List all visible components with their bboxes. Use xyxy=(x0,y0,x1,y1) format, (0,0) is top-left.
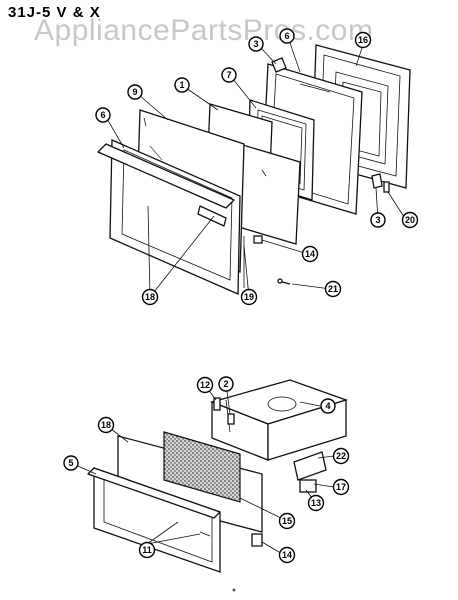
part-21-screw xyxy=(277,278,291,285)
model-title: 31J-5 V & X xyxy=(8,4,101,21)
part-14-bracket xyxy=(253,235,263,244)
callout-3: 3 xyxy=(248,36,264,52)
callout-7: 7 xyxy=(221,67,237,83)
callout-label: 15 xyxy=(282,516,292,526)
top-leader-lines xyxy=(105,39,407,298)
callout-label: 11 xyxy=(142,545,152,555)
callout-label: 12 xyxy=(200,380,210,390)
callout-12: 12 xyxy=(196,376,214,394)
callout-label: 19 xyxy=(244,292,254,302)
callout-14: 14 xyxy=(301,245,319,263)
callout-5: 5 xyxy=(63,455,79,471)
top-callouts: 3 6 16 7 1 9 6 3 20 14 18 xyxy=(95,28,419,306)
callout-label: 7 xyxy=(226,70,231,80)
part-2-bracket xyxy=(227,413,235,425)
callout-label: 1 xyxy=(179,80,184,90)
callout-6-lower: 6 xyxy=(95,107,111,123)
callout-6-upper: 6 xyxy=(279,28,295,44)
callout-17: 17 xyxy=(332,478,350,496)
part-4-drawer-box xyxy=(209,379,349,461)
callout-label: 4 xyxy=(325,401,330,411)
callout-9: 9 xyxy=(127,84,143,100)
callout-label: 2 xyxy=(223,379,228,389)
part-20-screw xyxy=(383,181,390,193)
oven-door-assembly xyxy=(97,44,411,295)
part-6-outer-frame xyxy=(97,139,241,295)
part-3-hinge-clip xyxy=(271,57,287,73)
callout-label: 3 xyxy=(375,215,380,225)
callout-label: 14 xyxy=(305,249,315,259)
callout-20: 20 xyxy=(401,211,419,229)
callout-16: 16 xyxy=(354,31,372,49)
callout-18-bottom: 18 xyxy=(97,416,115,434)
callout-label: 16 xyxy=(358,35,368,45)
part-14-lower-bracket xyxy=(251,533,263,547)
callout-21: 21 xyxy=(324,280,342,298)
callout-label: 5 xyxy=(68,458,73,468)
callout-19: 19 xyxy=(240,288,258,306)
callout-label: 21 xyxy=(328,284,338,294)
callout-label: 9 xyxy=(132,87,137,97)
part-15-insulation xyxy=(163,431,241,503)
part-5-drawer-front xyxy=(87,467,221,573)
drawer-assembly xyxy=(87,379,349,592)
callout-2: 2 xyxy=(218,376,234,392)
callout-label: 17 xyxy=(336,482,346,492)
callout-18: 18 xyxy=(141,288,159,306)
callout-4: 4 xyxy=(320,398,336,414)
callout-label: 22 xyxy=(336,451,346,461)
part-13-roller xyxy=(299,479,317,493)
callout-label: 14 xyxy=(282,550,292,560)
callout-14-bottom: 14 xyxy=(278,546,296,564)
watermark: AppliancePartsPros.com xyxy=(34,14,374,47)
bottom-callouts: 12 2 4 18 22 5 17 13 15 11 14 xyxy=(63,376,350,564)
callout-label: 6 xyxy=(100,110,105,120)
callout-1: 1 xyxy=(174,77,190,93)
callout-13: 13 xyxy=(307,494,325,512)
callout-label: 20 xyxy=(405,215,415,225)
callout-label: 18 xyxy=(145,292,155,302)
callout-label: 18 xyxy=(101,420,111,430)
part-22-rail xyxy=(293,451,327,481)
callout-label: 13 xyxy=(311,498,321,508)
callout-3-lower: 3 xyxy=(370,212,386,228)
part-3-lower-clip xyxy=(371,173,383,189)
part-12-bracket xyxy=(213,397,221,411)
callout-11: 11 xyxy=(138,541,156,559)
callout-label: 3 xyxy=(253,39,258,49)
callout-15: 15 xyxy=(278,512,296,530)
callout-label: 6 xyxy=(284,31,289,41)
callout-22: 22 xyxy=(332,447,350,465)
